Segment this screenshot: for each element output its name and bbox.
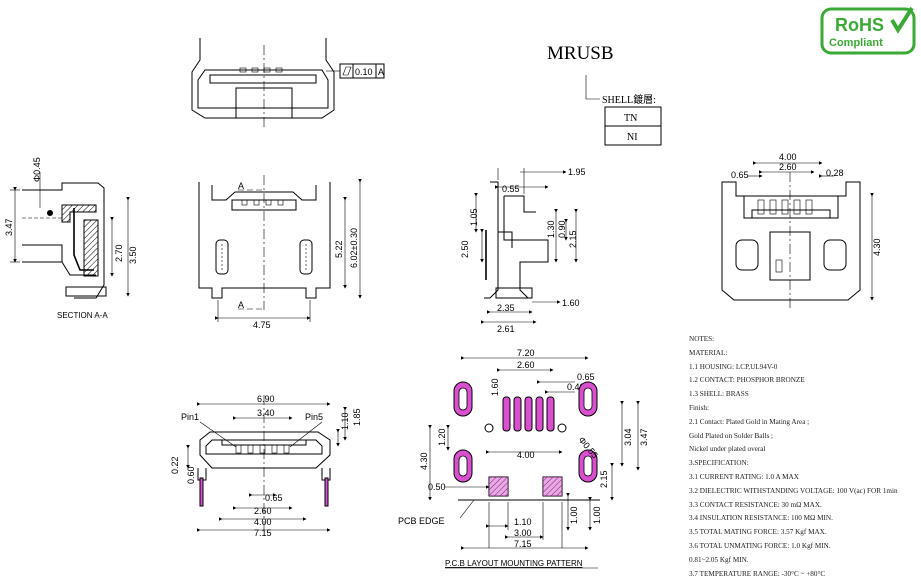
- dim-pcb-040: 0.40: [567, 382, 585, 392]
- dim-pcb-160: 1.60: [490, 378, 500, 396]
- cut-marker-top: A: [238, 181, 244, 191]
- note-plating-solder: Gold Plated on Solder Balls ;: [689, 431, 774, 440]
- dim-front-602: 6.02±0.30: [349, 228, 359, 268]
- spec-unmating-range: 0.81~2.05 Kgf MIN.: [689, 555, 749, 564]
- dim-side-090: 0.90: [557, 220, 567, 238]
- dim-front-522: 5.22: [334, 240, 344, 258]
- pin5-label: Pin5: [305, 412, 323, 422]
- bottom-view: 6.90 3.40 Pin1 Pin5 1.85 1.10 0.22 0.60 …: [170, 394, 362, 538]
- dim-pcb-110: 1.10: [514, 517, 532, 527]
- side-view: 1.95 0.55 1.05 2.50 1.30 0.90 2.15 2.35 …: [460, 167, 586, 334]
- flatness-tolerance-frame: 0.10 A: [339, 63, 385, 79]
- dim-bottom-715: 7.15: [254, 528, 272, 538]
- dim-bottom-110: 1.10: [340, 412, 350, 430]
- dim-bottom-400: 4.00: [254, 517, 272, 527]
- shell-plating-label: SHELL鍍層:: [602, 93, 656, 106]
- dim-side-195: 1.95: [568, 167, 586, 177]
- dim-pcb-100a: 1.00: [592, 506, 602, 524]
- dim-side-250: 2.50: [460, 240, 470, 258]
- front-view: A A 4.75 5.22 6.02±0.30: [198, 175, 362, 330]
- dim-rear-028: 0.28: [826, 168, 844, 178]
- dim-bottom-060: 0.60: [186, 466, 196, 484]
- specification-heading: 3.SPECIFICATION:: [689, 459, 749, 468]
- dim-rear-260: 2.60: [779, 162, 797, 172]
- tolerance-value: 0.10: [355, 67, 373, 77]
- dim-bottom-185: 1.85: [352, 408, 362, 426]
- top-view: [191, 38, 340, 128]
- note-contact: 1.2 CONTACT: PHOSPHOR BRONZE: [689, 376, 805, 385]
- spec-dielectric: 3.2 DIELECTRIC WITHSTANDING VOLTAGE: 100…: [689, 486, 898, 495]
- section-view: Φ0.45 3.47 2.70 3.50 SECTION A-A: [4, 157, 138, 320]
- spec-current: 3.1 CURRENT RATING: 1.0 A MAX: [689, 472, 799, 481]
- dim-pcb-100b: 1.00: [569, 506, 579, 524]
- notes-heading: NOTES:: [689, 335, 715, 343]
- dim-pcb-065: 0.65: [577, 372, 595, 382]
- dim-pcb-050: 0.50: [428, 482, 446, 492]
- dim-side-235: 2.35: [497, 303, 515, 313]
- dim-pcb-400: 4.00: [517, 450, 535, 460]
- finish-option-tn: TN: [624, 113, 637, 124]
- pcb-layout: 7.20 2.60 0.65 0.40 1.60 Φ0.55 4.00 1.20…: [398, 348, 649, 569]
- spec-mating-force: 3.5 TOTAL MATING FORCE: 3.57 Kgf MAX.: [689, 528, 827, 537]
- spec-insulation: 3.4 INSULATION RESISTANCE: 100 MΩ MIN.: [689, 514, 833, 523]
- dim-pcb-300: 3.00: [514, 528, 532, 538]
- spec-unmating-force: 3.6 TOTAL UNMATING FORCE: 1.0 Kgf MIN.: [689, 541, 831, 550]
- dim-side-215: 2.15: [568, 230, 578, 248]
- dim-bottom-690: 6.90: [257, 394, 275, 404]
- pcb-layout-title: P.C.B LAYOUT MOUNTING PATTERN: [445, 559, 583, 568]
- dim-bottom-340: 3.40: [257, 408, 275, 418]
- dim-pcb-120: 1.20: [437, 428, 447, 446]
- note-plating-mating: 2.1 Contact: Plated Gold in Mating Area …: [689, 417, 810, 426]
- spec-contact-resistance: 3.3 CONTACT RESISTANCE: 30 mΩ MAX.: [689, 500, 822, 509]
- dim-side-105: 1.05: [469, 208, 479, 226]
- dim-pcb-715: 7.15: [514, 539, 532, 549]
- rohs-badge: RoHS Compliant: [820, 6, 916, 55]
- notes-block: NOTES: MATERIAL: 1.1 HOUSING: LCP,UL94V-…: [689, 333, 921, 581]
- dim-bottom-260: 2.60: [254, 506, 272, 516]
- dim-pcb-430: 4.30: [419, 452, 429, 470]
- dim-rear-400: 4.00: [779, 152, 797, 162]
- dim-pcb-720: 7.20: [517, 348, 535, 358]
- dim-bottom-065: 0.65: [265, 493, 283, 503]
- note-shell: 1.3 SHELL: BRASS: [689, 390, 749, 399]
- rear-view: 4.00 2.60 0.65 0.28 4.30: [721, 152, 882, 310]
- material-heading: MATERIAL:: [689, 348, 728, 357]
- title-block: MRUSB SHELL鍍層: TN NI: [547, 43, 662, 146]
- dim-side-261: 2.61: [497, 324, 515, 334]
- tolerance-datum: A: [378, 67, 384, 77]
- finish-option-ni: NI: [627, 132, 638, 143]
- dim-rear-065: 0.65: [731, 170, 749, 180]
- dim-pcb-260: 2.60: [517, 360, 535, 370]
- section-label: SECTION A-A: [57, 311, 108, 320]
- dim-bottom-022: 0.22: [170, 456, 180, 474]
- note-plating-nickel: Nickel under plated overal: [689, 445, 766, 454]
- dim-side-055: 0.55: [502, 184, 520, 194]
- dim-side-130: 1.30: [546, 220, 556, 238]
- checkmark-icon: [890, 6, 914, 34]
- dim-section-270: 2.70: [114, 244, 124, 262]
- finish-heading: Finish:: [689, 403, 709, 412]
- dim-rear-430: 4.30: [872, 238, 882, 256]
- dim-section-045: Φ0.45: [32, 157, 42, 182]
- dim-pcb-347: 3.47: [639, 428, 649, 446]
- pcb-edge-label: PCB EDGE: [398, 516, 445, 526]
- note-housing: 1.1 HOUSING: LCP,UL94V-0: [689, 362, 778, 371]
- cut-marker-bottom: A: [238, 300, 244, 310]
- pin1-label: Pin1: [181, 412, 199, 422]
- dim-front-475: 4.75: [253, 320, 271, 330]
- compliant-text: Compliant: [829, 37, 883, 49]
- rohs-text: RoHS: [835, 15, 884, 35]
- spec-temperature: 3.7 TEMPERATURE RANGE: -30°C ~ +80°C: [689, 569, 826, 578]
- part-number-title: MRUSB: [547, 43, 614, 64]
- dim-side-160: 1.60: [562, 298, 580, 308]
- dim-section-347: 3.47: [4, 218, 14, 236]
- dim-pcb-215: 2.15: [599, 470, 609, 488]
- dim-section-350: 3.50: [128, 246, 138, 264]
- dim-pcb-304: 3.04: [623, 428, 633, 446]
